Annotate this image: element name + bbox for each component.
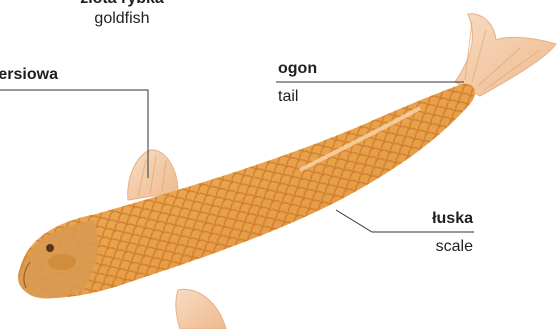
- scale-label-polish: łuska: [432, 210, 473, 228]
- tail-label-english: tail: [278, 88, 298, 106]
- tail-fin-shape: [455, 14, 556, 96]
- fish-eye-shape: [46, 244, 54, 252]
- fin-leader-line: [0, 90, 148, 178]
- title-polish: złota rybka: [60, 0, 184, 8]
- scale-label-english: scale: [436, 238, 473, 256]
- tail-label-polish: ogon: [278, 60, 317, 78]
- fin-label-polish: płetwa piersiowa: [0, 66, 58, 84]
- pectoral-fin-bottom-shape: [176, 289, 226, 329]
- title-english: goldfish: [60, 10, 184, 28]
